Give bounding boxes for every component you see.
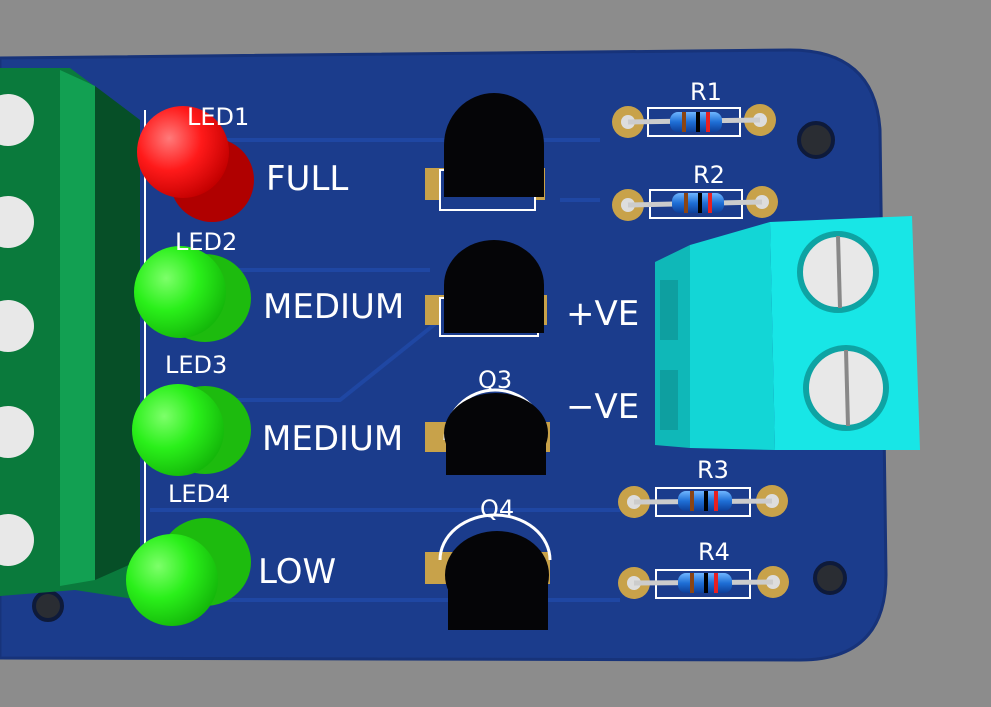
resistor-r2: R2: [612, 161, 778, 221]
resistor-r3: R3: [618, 456, 788, 518]
positive-label: +VE: [566, 294, 639, 334]
r2-ref: R2: [693, 161, 725, 189]
transistor-q1: [425, 93, 545, 211]
transistor-q2: [425, 240, 547, 337]
r3-ref: R3: [697, 456, 729, 484]
negative-label: −VE: [566, 387, 639, 427]
resistor-r1: R1: [612, 78, 776, 138]
led4-ref: LED4: [168, 480, 230, 508]
resistor-r4: R4: [618, 538, 789, 599]
left-terminal-block: [0, 68, 140, 600]
led4-label: LOW: [258, 552, 336, 592]
q3-ref: Q3: [478, 366, 512, 394]
led1: LED1 FULL: [137, 103, 348, 222]
transistor-q3: Q3: [425, 366, 550, 475]
led3-ref: LED3: [165, 351, 227, 379]
led1-ref: LED1: [187, 103, 249, 131]
r4-ref: R4: [698, 538, 730, 566]
led2-label: MEDIUM: [263, 287, 404, 327]
led3: LED3 MEDIUM: [132, 351, 403, 476]
led2: LED2 MEDIUM: [134, 228, 404, 342]
led3-label: MEDIUM: [262, 419, 403, 459]
led1-label: FULL: [266, 159, 348, 199]
transistor-q4: Q4: [425, 495, 552, 630]
led4: LED4 LOW: [126, 480, 336, 626]
led2-ref: LED2: [175, 228, 237, 256]
r1-ref: R1: [690, 78, 722, 106]
power-screw-terminal: [655, 216, 920, 450]
q4-ref: Q4: [480, 495, 514, 523]
